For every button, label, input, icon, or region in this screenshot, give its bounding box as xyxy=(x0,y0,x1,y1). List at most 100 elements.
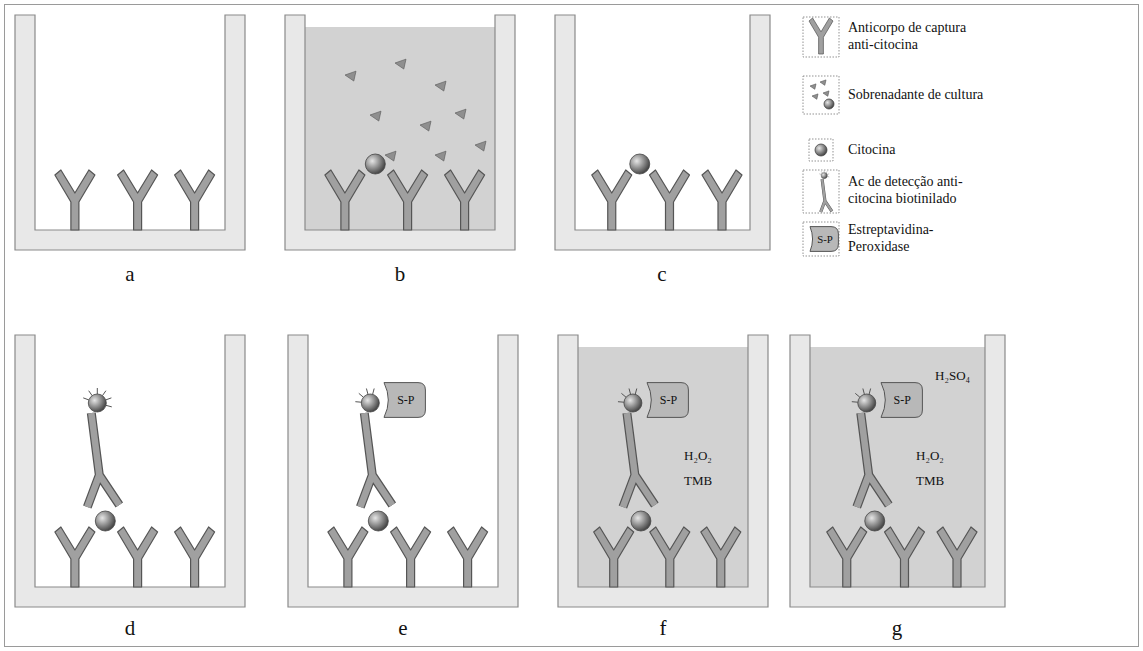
capture-antibody xyxy=(445,170,485,230)
capture-antibody xyxy=(701,527,741,587)
capture-antibody xyxy=(827,527,867,587)
supernatant-particle xyxy=(820,80,826,85)
biotin-spike xyxy=(366,389,368,395)
step-letter: a xyxy=(125,262,134,286)
capture-antibody xyxy=(448,527,488,587)
capture-antibody xyxy=(391,527,431,587)
enzyme-outline xyxy=(810,227,838,252)
step-letter: f xyxy=(660,616,667,640)
step-letter: b xyxy=(395,262,406,286)
biotin-ball xyxy=(821,172,827,178)
legend-sample-box xyxy=(803,170,839,213)
well-liquid xyxy=(305,27,495,230)
capture-antibody xyxy=(592,170,632,230)
detection-antibody xyxy=(360,413,392,507)
well-liquid xyxy=(578,347,748,587)
detection-antibody xyxy=(87,413,119,507)
microplate-well xyxy=(15,15,245,250)
detection-antibody xyxy=(821,179,832,212)
streptavidin-peroxidase: S-P xyxy=(877,382,923,418)
biotin-spike xyxy=(102,391,105,396)
legend-label: Estreptavidina-Peroxidase xyxy=(848,222,988,256)
capture-antibody xyxy=(328,527,368,587)
capture-antibody xyxy=(388,170,428,230)
biotin-spike xyxy=(629,389,631,395)
enzyme-label: S-P xyxy=(392,393,414,408)
capture-antibody xyxy=(650,170,690,230)
supernatant-particle xyxy=(370,111,381,121)
capture-antibody xyxy=(55,170,95,230)
step-letter: d xyxy=(125,616,136,640)
detection-antibody xyxy=(623,413,655,507)
enzyme-outline xyxy=(647,383,688,418)
biotin-ball xyxy=(858,394,876,412)
legend-label: Citocina xyxy=(848,142,988,159)
legend-sample-box xyxy=(809,139,833,161)
biotin-spike xyxy=(869,389,871,395)
biotin-spike xyxy=(355,401,361,403)
legend-detection xyxy=(819,170,832,212)
microplate-well xyxy=(285,15,515,250)
reagent-label: H₂O₂ xyxy=(916,449,944,464)
biotin-spike xyxy=(821,171,822,173)
capture-antibody xyxy=(650,527,690,587)
legend-label: Sobrenadante de cultura xyxy=(848,87,988,104)
biotin-spike xyxy=(97,388,98,394)
biotin-spike xyxy=(106,405,112,407)
streptavidin-peroxidase: S-P xyxy=(380,382,426,418)
biotin-spike xyxy=(819,173,821,175)
streptavidin-peroxidase: S-P xyxy=(806,226,839,252)
reagent-label: TMB xyxy=(916,474,944,489)
supernatant-particle xyxy=(455,109,466,119)
cytokine xyxy=(95,511,115,531)
detection-antibody-outline xyxy=(623,413,655,507)
well-wall xyxy=(558,335,768,607)
biotin-ball xyxy=(88,394,106,412)
biotin-spike xyxy=(824,170,825,172)
step-letter: c xyxy=(657,262,666,286)
detection-antibody-outline xyxy=(360,413,392,507)
legend-antibody xyxy=(809,18,833,54)
legend-cytokine xyxy=(824,99,834,109)
biotin-spike xyxy=(373,389,375,395)
biotin-spike xyxy=(827,176,829,178)
capture-antibody xyxy=(937,527,977,587)
detection-antibody xyxy=(857,413,889,507)
biotin-spike xyxy=(852,401,858,403)
enzyme-outline xyxy=(384,383,425,418)
enzyme-label: S-P xyxy=(889,393,911,408)
biotin-spike xyxy=(359,393,364,397)
capture-antibody xyxy=(809,18,833,54)
biotin-spike xyxy=(855,393,860,397)
biotin-spike xyxy=(635,389,637,395)
legend-sample-box xyxy=(803,17,839,57)
microplate-well xyxy=(555,15,770,250)
enzyme-label: S-P xyxy=(812,233,833,245)
biotin-spike xyxy=(89,391,92,396)
capture-antibody xyxy=(594,527,634,587)
legend-cytokine xyxy=(815,144,827,156)
biotin-spike xyxy=(106,398,112,400)
biotin-spike xyxy=(83,398,89,400)
detection-antibody-outline xyxy=(857,413,889,507)
supernatant-particle xyxy=(435,151,446,161)
cytokine xyxy=(365,154,385,174)
legend-label: Ac de detecção anti-citocina biotinilado xyxy=(848,174,988,208)
capture-antibody xyxy=(55,527,95,587)
capture-antibody xyxy=(118,527,158,587)
well-liquid xyxy=(810,347,985,587)
microplate-well xyxy=(15,335,245,607)
reagent-label: TMB xyxy=(684,474,712,489)
biotin-spike xyxy=(621,393,626,397)
supernatant-particle xyxy=(435,81,446,91)
streptavidin-peroxidase: S-P xyxy=(643,382,689,418)
microplate-well xyxy=(790,335,1005,607)
legend-sample-box xyxy=(803,222,839,256)
well-wall xyxy=(790,335,1005,607)
capture-antibody xyxy=(325,170,365,230)
biotin-spike xyxy=(826,171,827,173)
supernatant-particle xyxy=(420,121,431,131)
cytokine xyxy=(630,154,650,174)
microplate-well xyxy=(288,335,518,607)
